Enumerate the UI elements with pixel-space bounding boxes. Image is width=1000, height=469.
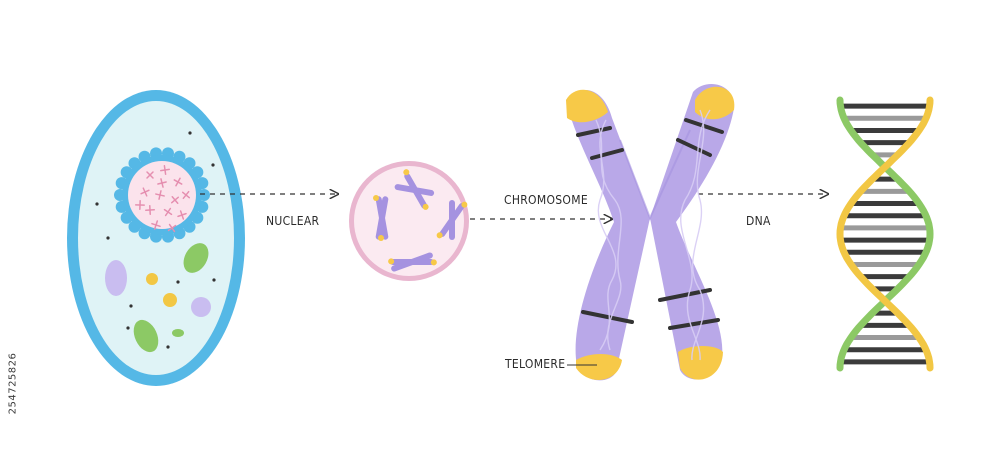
chromosome-dna-pattern xyxy=(595,109,711,361)
telomere-top-right xyxy=(695,86,735,120)
cell xyxy=(67,90,245,386)
telomere-top-left xyxy=(566,89,608,123)
organelle-vesicle xyxy=(191,297,211,317)
chromatin-mark xyxy=(163,207,173,217)
chromatin-mark xyxy=(181,190,191,200)
chromatin-mark xyxy=(151,220,161,230)
chromatin-mark xyxy=(135,200,145,210)
cell-nucleus xyxy=(114,147,210,243)
organelle-vacuole xyxy=(105,260,127,296)
chromatin-mark xyxy=(146,171,154,179)
dna-strand-yellow xyxy=(836,96,934,372)
dna-strand-green xyxy=(836,96,934,372)
chromatid-left xyxy=(566,89,650,381)
organelle-chloroplast xyxy=(183,243,209,273)
telomere-bottom-left xyxy=(576,354,622,380)
nucleus-zoom xyxy=(349,161,469,281)
nucleus-interior xyxy=(354,166,464,276)
label-chromosome: CHROMOSOME xyxy=(504,193,588,207)
chromatin-mark xyxy=(173,177,183,187)
label-nuclear: NUCLEAR xyxy=(266,214,320,228)
side-id-text: 254725826 xyxy=(7,352,19,415)
chromosome-bands xyxy=(576,118,724,330)
chromatin-mark xyxy=(155,190,165,200)
chromatin-mark xyxy=(140,187,150,197)
organelle-small xyxy=(172,329,184,337)
chromatin-mark xyxy=(167,223,177,233)
chromatin-mark xyxy=(177,210,187,220)
chromatin-mark xyxy=(157,178,167,188)
organelle-ribosome xyxy=(163,293,177,307)
label-telomere: TELOMERE xyxy=(505,357,566,371)
chromatin-mark xyxy=(160,165,170,175)
telomere-bottom-right xyxy=(678,346,723,380)
cell-dots xyxy=(95,131,216,349)
organelle-chloroplast xyxy=(133,319,159,353)
mini-chromosome xyxy=(394,169,435,210)
chromatin-mark xyxy=(170,195,180,205)
dna-helix xyxy=(836,96,934,372)
chromatid-right xyxy=(650,84,735,380)
mini-chromosome xyxy=(388,252,437,272)
mini-chromosome xyxy=(373,195,389,241)
mini-chromosome xyxy=(436,200,468,240)
label-dna: DNA xyxy=(746,214,771,228)
organelle-ribosome xyxy=(146,273,158,285)
chromosome xyxy=(566,84,735,381)
chromatin-mark xyxy=(145,205,155,215)
